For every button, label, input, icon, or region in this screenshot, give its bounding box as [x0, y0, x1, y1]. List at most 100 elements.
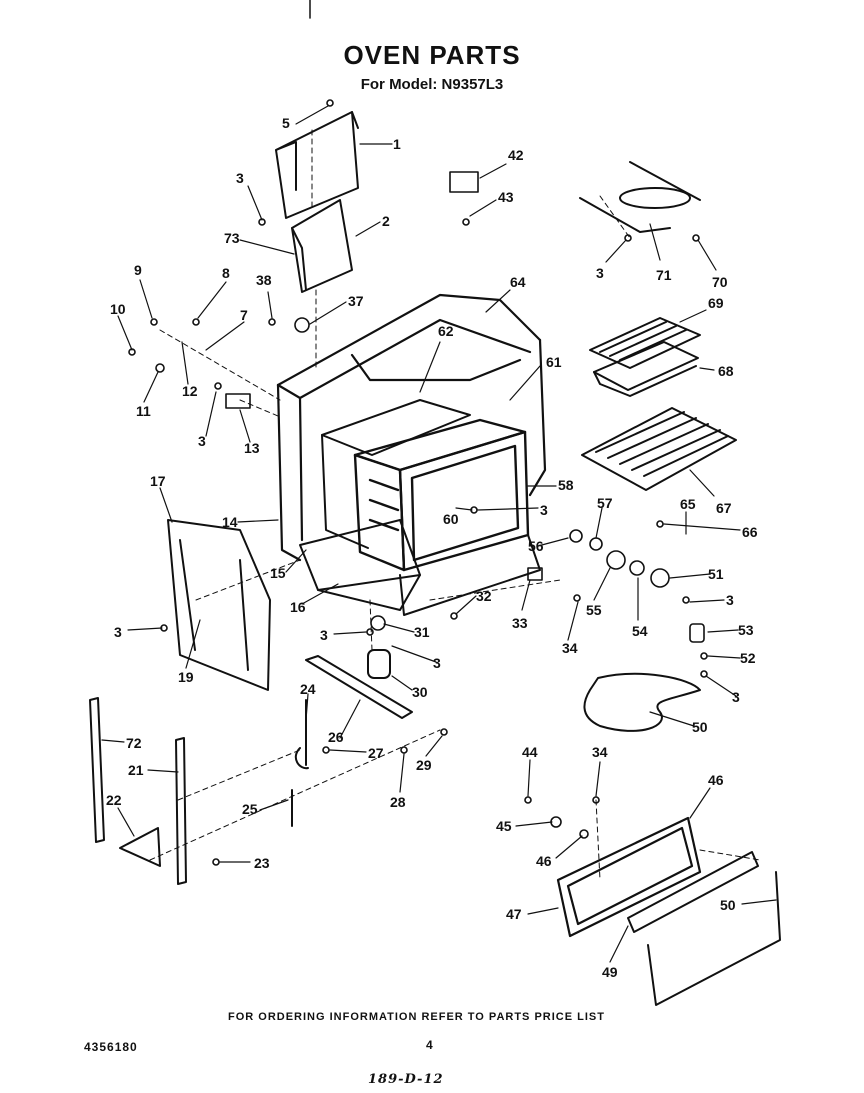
- part-label: 15: [270, 565, 286, 581]
- part-label: 71: [656, 267, 672, 283]
- assembly-dashed-lines: [149, 129, 761, 881]
- part-label: 55: [586, 602, 602, 618]
- part-label: 30: [412, 684, 428, 700]
- part-label: 23: [254, 855, 270, 871]
- part-label: 69: [708, 295, 724, 311]
- part-30-foot: [367, 649, 391, 679]
- part-72-trim-strip: [89, 697, 105, 843]
- part-label: 13: [244, 440, 260, 456]
- part-26-hinge-bar: [305, 655, 413, 719]
- part-label: 50: [692, 719, 708, 735]
- document-number: 4356180: [84, 1040, 138, 1054]
- part-label: 38: [256, 272, 272, 288]
- part-label: 58: [558, 477, 574, 493]
- part-68-broiler-pan: [593, 341, 699, 397]
- part-label: 3: [726, 592, 734, 608]
- part-label: 11: [136, 403, 151, 419]
- part-label: 1: [393, 136, 401, 152]
- part-label: 24: [300, 681, 316, 697]
- part-label: 50: [720, 897, 736, 913]
- part-label: 54: [632, 623, 648, 639]
- part-label: 3: [596, 265, 604, 281]
- part-label: 3: [540, 502, 548, 518]
- part-21-trim-strip: [175, 737, 187, 885]
- part-label: 33: [512, 615, 528, 631]
- part-label: 49: [602, 964, 618, 980]
- part-label: 9: [134, 262, 142, 278]
- part-label: 16: [290, 599, 306, 615]
- part-label: 72: [126, 735, 142, 751]
- ordering-note: FOR ORDERING INFORMATION REFER TO PARTS …: [228, 1011, 605, 1023]
- part-46-door-frame: [556, 816, 702, 938]
- part-label: 31: [414, 624, 430, 640]
- part-61-cabinet: [276, 293, 547, 562]
- part-label: 62: [438, 323, 454, 339]
- part-label: 8: [222, 265, 230, 281]
- part-label: 3: [732, 689, 740, 705]
- part-17-side-panel: [167, 519, 271, 691]
- part-label: 47: [506, 906, 522, 922]
- part-label: 46: [708, 772, 724, 788]
- part-label: 34: [592, 744, 608, 760]
- part-label: 46: [536, 853, 552, 869]
- part-71-broil-element: [579, 161, 701, 233]
- part-2-vent-duct: [291, 199, 353, 293]
- part-label: 66: [742, 524, 758, 540]
- part-label: 45: [496, 818, 512, 834]
- leader-lines: [101, 105, 777, 963]
- part-label: 52: [740, 650, 756, 666]
- part-label: 42: [508, 147, 524, 163]
- part-label: 7: [240, 307, 248, 323]
- part-label: 68: [718, 363, 734, 379]
- part-label: 21: [128, 762, 144, 778]
- part-label: 12: [182, 383, 198, 399]
- part-62-oven-liner: [321, 399, 471, 549]
- part-67-oven-rack: [581, 407, 737, 491]
- part-label: 3: [114, 624, 122, 640]
- part-49-door-gasket: [647, 871, 781, 1006]
- part-label: 25: [242, 801, 258, 817]
- part-label: 67: [716, 500, 732, 516]
- part-label: 3: [433, 655, 441, 671]
- page-number: 4: [426, 1038, 434, 1052]
- part-47-door-handle: [627, 851, 759, 933]
- part-label: 3: [320, 627, 328, 643]
- part-label: 44: [522, 744, 538, 760]
- part-label: 3: [236, 170, 244, 186]
- part-label: 43: [498, 189, 514, 205]
- part-label: 60: [443, 511, 459, 527]
- part-label: 5: [282, 115, 290, 131]
- part-label: 32: [476, 588, 492, 604]
- part-label: 14: [222, 514, 238, 530]
- part-label: 27: [368, 745, 384, 761]
- part-label: 19: [178, 669, 194, 685]
- part-label: 29: [416, 757, 432, 773]
- part-label: 28: [390, 794, 406, 810]
- part-label: 51: [708, 566, 724, 582]
- part-label: 64: [510, 274, 526, 290]
- page-title: OVEN PARTS: [343, 40, 521, 70]
- part-1-vent-cover: [275, 111, 359, 219]
- model-subtitle: For Model: N9357L3: [360, 76, 504, 93]
- part-label: 17: [150, 473, 166, 489]
- part-69-broiler-grid: [589, 317, 701, 369]
- part-16-lower-frame: [299, 519, 541, 616]
- part-label: 73: [224, 230, 240, 246]
- part-label: 57: [597, 495, 613, 511]
- part-label: 2: [382, 213, 390, 229]
- part-label: 65: [680, 496, 696, 512]
- part-label: 10: [110, 301, 126, 317]
- handwritten-code: 189-D-12: [368, 1072, 444, 1087]
- part-label: 34: [562, 640, 578, 656]
- part-label: 37: [348, 293, 364, 309]
- part-label: 61: [546, 354, 562, 370]
- part-50-bake-element: [583, 672, 701, 732]
- part-label: 56: [528, 538, 544, 554]
- part-label: 22: [106, 792, 122, 808]
- part-58-oven-frame: [353, 418, 530, 572]
- part-label: 70: [712, 274, 728, 290]
- small-fasteners: [128, 99, 708, 866]
- part-label: 53: [738, 622, 754, 638]
